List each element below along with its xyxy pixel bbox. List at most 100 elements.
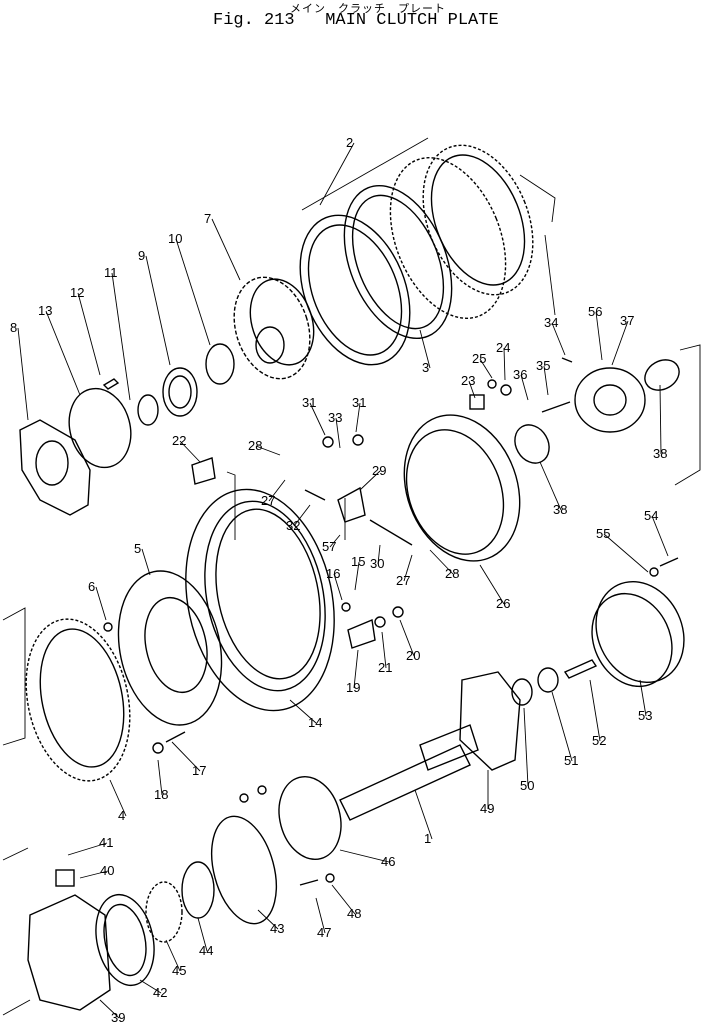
part-37-yoke [574,367,646,433]
part-43-plate [211,815,277,925]
callout-15: 15 [351,554,365,569]
callout-20: 20 [406,648,420,663]
leader-line-6 [95,586,107,621]
leader-line-20 [399,619,415,657]
leader-line-32 [293,504,311,527]
leader-line-10 [175,238,211,346]
callout-57: 57 [322,539,336,554]
callout-42: 42 [153,985,167,1000]
leader-line-22 [179,440,201,463]
part-5-plate [117,570,223,726]
callout-37: 37 [620,313,634,328]
callout-31: 31 [302,395,316,410]
leader-line-50 [523,707,529,787]
callout-27: 27 [396,573,410,588]
leader-line-8 [17,327,29,421]
part-55-drum [591,580,685,688]
callout-13: 13 [38,303,52,318]
callout-44: 44 [199,943,213,958]
leader-line-27 [268,479,286,502]
leader-line-18 [157,759,163,796]
part-53-washer [537,667,559,693]
leader-line-28 [255,445,281,456]
callout-21: 21 [378,660,392,675]
leader-line-36 [520,374,529,401]
callout-35: 35 [536,358,550,373]
leader-line-38 [539,461,562,511]
callout-34: 34 [544,315,558,330]
leader-line-28 [429,549,454,575]
leader-line-9 [145,255,171,366]
figure-number: Fig. 213 [213,11,295,30]
leader-line-53 [639,679,647,717]
title-japanese: メイン クラッチ プレート [290,2,446,15]
callout-43: 43 [270,921,284,936]
figure-name: MAIN CLUTCH PLATE [325,11,499,30]
callout-38: 38 [653,446,667,461]
leader-line-46 [339,849,390,863]
leader-line-35 [543,365,549,396]
leader-line-44 [197,917,208,952]
part-51-housing [459,671,521,771]
callout-52: 52 [592,733,606,748]
leader-line-24 [503,347,506,381]
leader-line-48 [331,884,356,915]
part-38-seals [514,359,680,464]
callout-54: 54 [644,508,658,523]
callout-16: 16 [326,566,340,581]
part-26-carrier [403,414,521,562]
leader-line-47 [315,897,326,934]
part-8-cover [19,419,91,516]
leader-line-42 [139,979,162,994]
callout-8: 8 [10,320,17,335]
leader-line-40 [79,870,109,879]
callout-40: 40 [100,863,114,878]
part-1-shaft [339,724,479,821]
leader-line-33 [335,417,341,449]
callout-30: 30 [370,556,384,571]
callout-12: 12 [70,285,84,300]
leader-line-41 [67,842,108,856]
callout-27: 27 [261,493,275,508]
callout-labels: 1234567891011121314151617181920212223242… [10,135,669,1023]
callout-17: 17 [192,763,206,778]
callout-55: 55 [596,526,610,541]
callout-14: 14 [308,715,322,730]
callout-5: 5 [134,541,141,556]
leader-line-19 [353,649,359,689]
part-42-bearing [95,893,155,987]
callout-41: 41 [99,835,113,850]
part-52-oring [511,678,533,706]
callout-4: 4 [118,808,125,823]
callout-31: 31 [352,395,366,410]
callout-48: 48 [347,906,361,921]
callout-28: 28 [445,566,459,581]
callout-50: 50 [520,778,534,793]
leader-line-13 [45,310,81,396]
callout-49: 49 [480,801,494,816]
callout-26: 26 [496,596,510,611]
figure-title: Fig. 213 MAIN CLUTCH PLATE [213,11,513,30]
part-9-bearing [162,367,198,417]
callout-36: 36 [513,367,527,382]
leader-line-56 [595,311,603,361]
part-39-case [27,894,111,1011]
part-10-ring [205,343,235,385]
part-40-block [55,869,75,887]
callout-6: 6 [88,579,95,594]
leader-line-4 [109,779,127,817]
leader-line-52 [589,679,601,742]
leader-line-2 [319,142,355,206]
part-4-ring [25,618,131,782]
leader-line-43 [257,909,279,930]
callout-51: 51 [564,753,578,768]
leader-line-23 [468,380,476,399]
leader-line-15 [354,561,360,591]
bracket-lines [2,137,701,1016]
leader-line-14 [289,699,317,724]
part-13-gasket [68,387,132,469]
part-drawings [2,137,701,1016]
callout-23: 23 [461,373,475,388]
leader-line-3 [419,329,431,369]
